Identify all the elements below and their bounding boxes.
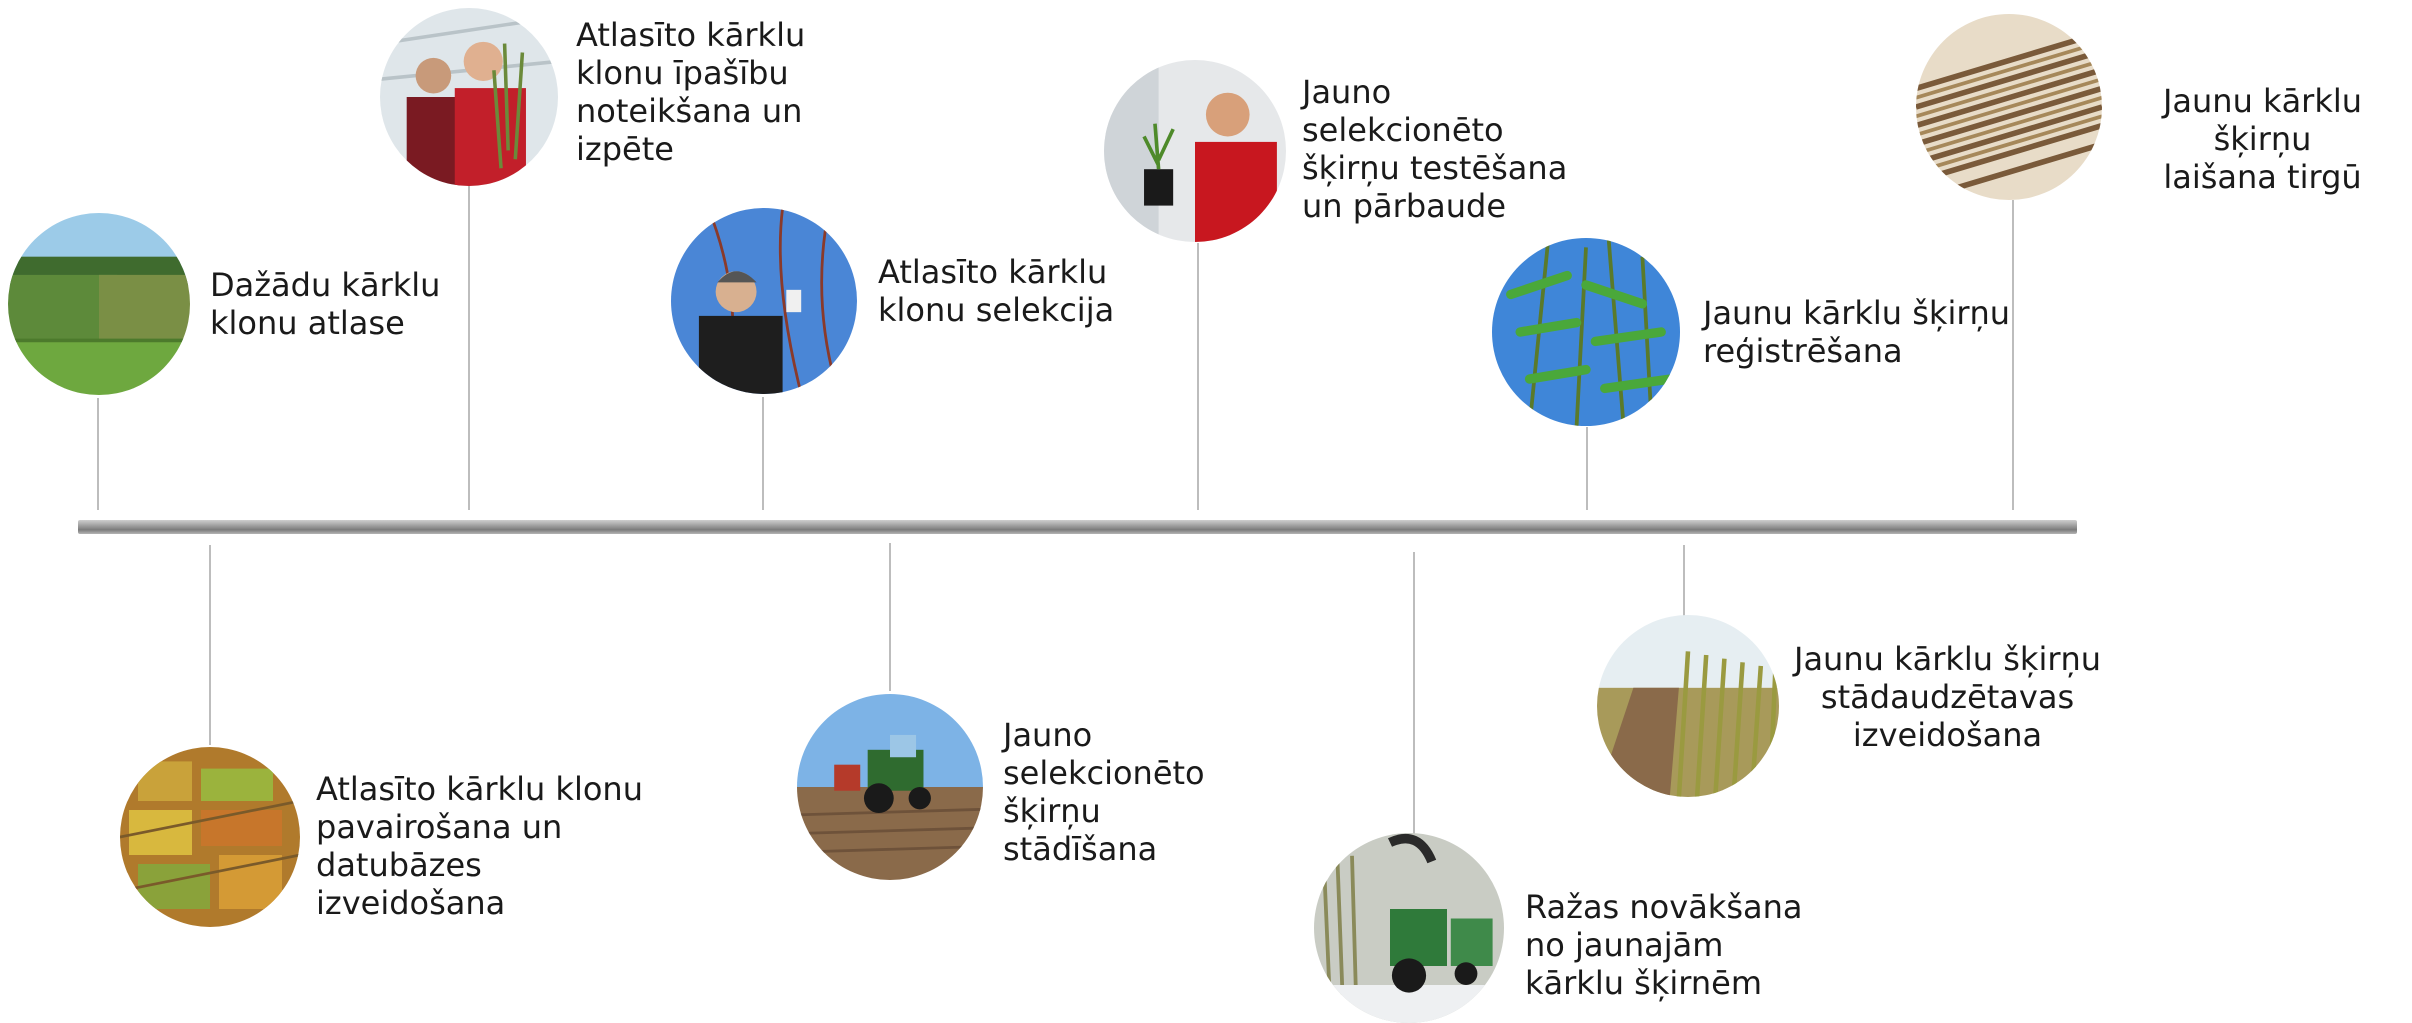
step-label-s6: Jauno selekcionēto šķirņu testēšana un p… <box>1302 73 1568 225</box>
step-label-s3: Atlasīto kārklu klonu īpašību noteikšana… <box>576 16 806 168</box>
scientist-plant-photo <box>1104 60 1286 242</box>
connector-s8 <box>1586 427 1588 510</box>
connector-s9 <box>1683 545 1685 617</box>
step-label-s7: Ražas novākšana no jaunajām kārklu šķirn… <box>1525 888 1803 1002</box>
step-label-s9: Jaunu kārklu šķirņu stādaudzētavas izvei… <box>1794 640 2102 754</box>
step-label-s10: Jaunu kārklu šķirņu laišana tirgū <box>2162 82 2363 196</box>
willow-field-photo <box>8 213 190 395</box>
researchers-photo <box>380 8 558 186</box>
connector-s5 <box>889 543 891 691</box>
tractor-planting-photo <box>797 694 983 880</box>
connector-s2 <box>209 545 211 745</box>
step-label-s2: Atlasīto kārklu klonu pavairošana un dat… <box>316 770 643 922</box>
timeline-axis <box>78 520 2077 534</box>
connector-s6 <box>1197 243 1199 510</box>
step-label-s8: Jaunu kārklu šķirņu reģistrēšana <box>1703 294 2011 370</box>
connector-s3 <box>468 185 470 510</box>
willow-leaves-photo <box>1492 238 1680 426</box>
nursery-photo <box>1597 615 1779 797</box>
connector-s10 <box>2012 200 2014 510</box>
step-label-s4: Atlasīto kārklu klonu selekcija <box>878 253 1115 329</box>
harvester-photo <box>1314 833 1504 1023</box>
breeder-photo <box>671 208 857 394</box>
cuttings-photo <box>1916 14 2102 200</box>
step-label-s1: Dažādu kārklu klonu atlase <box>210 266 441 342</box>
step-label-s5: Jauno selekcionēto šķirņu stādīšana <box>1003 716 1205 868</box>
connector-s4 <box>762 397 764 510</box>
connector-s7 <box>1413 552 1415 834</box>
aerial-field-photo <box>120 747 300 927</box>
connector-s1 <box>97 398 99 510</box>
